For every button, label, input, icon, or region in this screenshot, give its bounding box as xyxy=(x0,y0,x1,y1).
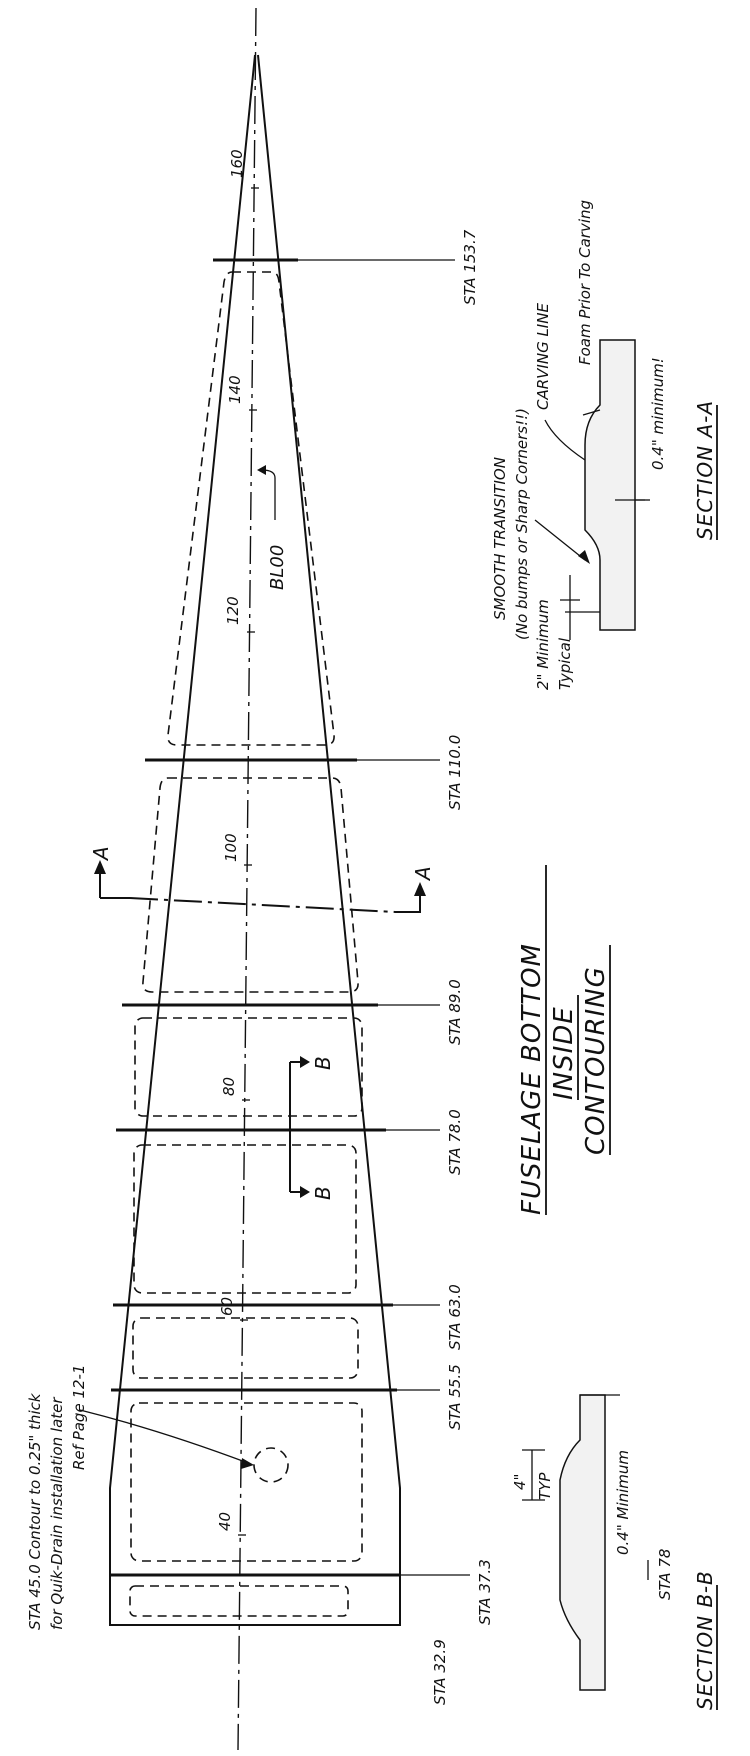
section-aa-label: SECTION A-A xyxy=(693,400,717,540)
bl00-label: BL00 xyxy=(267,545,288,590)
pocket-55-63 xyxy=(132,1317,359,1379)
marker-b-top: B xyxy=(311,1055,335,1070)
quik-drain-circle xyxy=(253,1447,289,1483)
section-cut-b: B B xyxy=(289,1055,335,1200)
mark-160: 160 xyxy=(228,149,246,178)
cut-a-arrow-right xyxy=(414,882,426,896)
bl00-arrowhead xyxy=(257,465,266,475)
mark-60: 60 xyxy=(218,1297,236,1316)
aa-carving-line: CARVING LINE xyxy=(534,303,552,410)
aa-foam-prior: Foam Prior To Carving xyxy=(576,200,594,365)
cut-b-arrow-top xyxy=(300,1056,310,1068)
aa-carving-leader xyxy=(544,419,586,461)
section-bb-foam xyxy=(559,1394,606,1691)
aa-two-min-1: 2" Minimum xyxy=(534,599,552,690)
station-78-0: STA 78.0 xyxy=(446,1109,464,1175)
bl00-leader xyxy=(261,469,276,520)
cut-a-right xyxy=(395,890,421,913)
bb-typ: TYP xyxy=(536,1472,554,1500)
aa-two-min-2: Typical xyxy=(556,637,574,690)
section-cut-a: A A xyxy=(89,845,435,913)
note-line-2: for Quik-Drain installation later xyxy=(48,1397,66,1630)
aa-smooth-arrowhead xyxy=(578,550,590,564)
pocket-63-78 xyxy=(133,1144,357,1294)
aa-smooth-line-1: SMOOTH TRANSITION xyxy=(491,457,509,620)
pocket-89-110 xyxy=(142,777,359,993)
station-89-0: STA 89.0 xyxy=(446,979,464,1045)
bb-min-thickness: 0.4" Minimum xyxy=(614,1450,632,1555)
station-labels: STA 153.7 STA 110.0 STA 89.0 STA 78.0 ST… xyxy=(298,229,494,1705)
aa-smooth-leader xyxy=(534,519,586,561)
section-bb: 4" TYP 0.4" Minimum STA 78 SECTION B-B xyxy=(511,1394,718,1710)
section-aa-foam xyxy=(584,339,636,631)
marker-b-bottom: B xyxy=(311,1185,335,1200)
pocket-37-55 xyxy=(130,1402,363,1562)
mark-120: 120 xyxy=(224,596,242,625)
mark-80: 80 xyxy=(220,1077,238,1096)
aa-smooth-line-2: (No bumps or Sharp Corners!!) xyxy=(513,408,531,640)
title-line-1: FUSELAGE BOTTOM xyxy=(517,943,547,1215)
mark-40: 40 xyxy=(216,1512,234,1531)
section-aa: CARVING LINE Foam Prior To Carving 0.4" … xyxy=(491,200,718,690)
cut-b-arrow-bottom xyxy=(300,1186,310,1198)
drawing-title: FUSELAGE BOTTOM INSIDE CONTOURING xyxy=(517,865,611,1215)
bb-station: STA 78 xyxy=(656,1549,674,1600)
centerline xyxy=(237,7,257,1751)
note-line-3: Ref Page 12-1 xyxy=(70,1365,88,1471)
quik-drain-note: STA 45.0 Contour to 0.25" thick for Quik… xyxy=(26,1365,254,1630)
note-arrowhead xyxy=(241,1458,254,1469)
station-55-5: STA 55.5 xyxy=(446,1364,464,1430)
station-37-3: STA 37.3 xyxy=(476,1559,494,1625)
marker-a-right: A xyxy=(411,865,435,882)
pocket-78-89 xyxy=(134,1017,363,1117)
mark-100: 100 xyxy=(222,833,240,862)
bb-dim: 4" xyxy=(511,1474,529,1490)
note-line-1: STA 45.0 Contour to 0.25" thick xyxy=(26,1392,44,1630)
aa-min-thickness: 0.4" minimum! xyxy=(649,357,667,470)
title-line-3: CONTOURING xyxy=(581,966,611,1155)
title-line-2: INSIDE xyxy=(549,1006,579,1100)
station-153-7: STA 153.7 xyxy=(461,229,479,305)
cut-a-arrow-left xyxy=(94,860,106,874)
station-63-0: STA 63.0 xyxy=(446,1284,464,1350)
station-32-9: STA 32.9 xyxy=(431,1639,449,1705)
aa-foam-leader xyxy=(582,409,601,416)
fuselage-plan-view: 160 140 120 100 80 60 40 BL00 xyxy=(109,7,401,1751)
cut-a-dashline xyxy=(129,897,396,913)
cut-b-line xyxy=(289,1061,305,1193)
note-leader xyxy=(79,1409,249,1464)
pocket-110-153 xyxy=(167,271,335,746)
marker-a-left: A xyxy=(89,845,113,862)
section-bb-label: SECTION B-B xyxy=(693,1570,717,1710)
station-110-0: STA 110.0 xyxy=(446,735,464,810)
mark-140: 140 xyxy=(226,375,244,404)
